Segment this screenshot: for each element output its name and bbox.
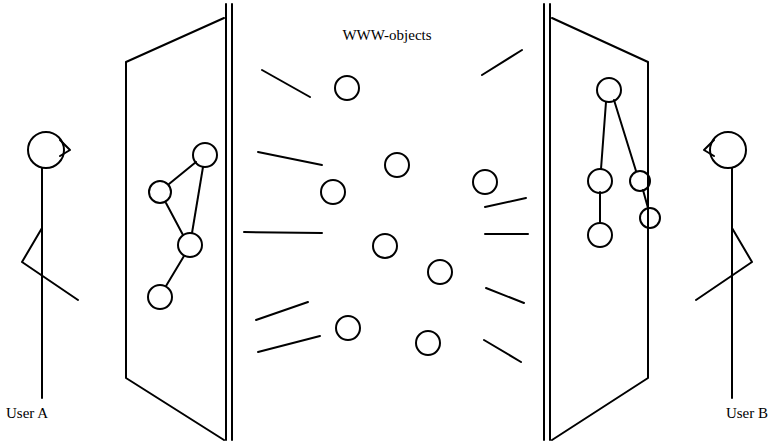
view-ray	[262, 70, 310, 97]
user-face	[60, 140, 70, 156]
user-head	[710, 132, 746, 168]
www-object	[385, 153, 409, 177]
user-label: User A	[4, 404, 50, 422]
view-ray	[258, 336, 320, 352]
www-object	[373, 234, 397, 258]
screen-edge	[225, 4, 227, 440]
tree-node	[588, 169, 612, 193]
graph-node	[178, 233, 202, 257]
www-object	[416, 331, 440, 355]
tree-node	[597, 78, 621, 102]
graph-link	[166, 203, 183, 235]
view-ray	[485, 233, 528, 235]
user-arm	[696, 228, 752, 300]
screen-edge	[231, 4, 233, 440]
tree-node	[630, 171, 650, 191]
view-ray	[482, 50, 522, 75]
tree-node	[588, 223, 612, 247]
www-object	[335, 76, 359, 100]
screen-edge	[549, 4, 551, 440]
graph-node	[148, 285, 172, 309]
view-ray	[485, 198, 526, 207]
graph-node	[149, 181, 171, 203]
screen-edge	[543, 4, 545, 440]
graph-link	[192, 167, 203, 233]
user-body	[41, 168, 43, 398]
graph-node	[193, 143, 217, 167]
screen-panel	[552, 18, 648, 440]
tree-link	[601, 102, 606, 169]
view-ray	[486, 288, 524, 303]
user-body	[731, 168, 733, 398]
tree-link	[643, 190, 648, 208]
user-face	[704, 140, 714, 156]
view-ray	[258, 152, 322, 165]
graph-link	[166, 256, 184, 286]
tree-node	[640, 208, 660, 228]
view-ray	[484, 340, 521, 362]
graph-link	[169, 162, 196, 184]
group-label: WWW-objects	[340, 26, 433, 44]
screen-panel	[126, 18, 224, 440]
user-head	[28, 132, 64, 168]
user-label: User B	[724, 404, 770, 422]
www-object	[336, 316, 360, 340]
www-object	[321, 180, 345, 204]
tree-link	[614, 100, 636, 171]
illustration-lines	[22, 4, 752, 440]
www-object	[428, 260, 452, 284]
user-arm	[22, 228, 78, 300]
tree-link	[599, 192, 601, 223]
view-ray	[256, 302, 308, 320]
www-object	[473, 170, 497, 194]
view-ray	[244, 232, 322, 233]
